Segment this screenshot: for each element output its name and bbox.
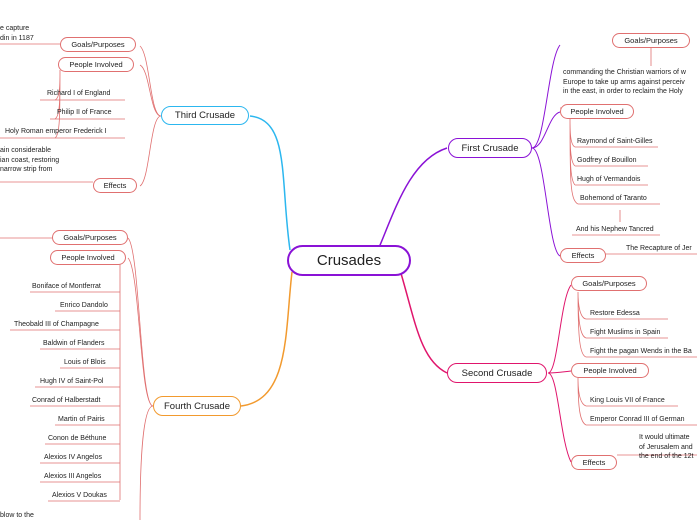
fourth-person-5: Hugh IV of Saint-Pol [40, 378, 104, 385]
third-goals-text: e capture din in 1187 [0, 25, 34, 42]
first-people-label: People Involved [570, 107, 624, 116]
second-goals-label: Goals/Purposes [582, 279, 636, 288]
third-effects-label: Effects [103, 181, 127, 190]
fourth-people-node[interactable]: People Involved [50, 250, 126, 265]
first-goals-text: commanding the Christian warriors of w E… [563, 69, 686, 95]
first-person-0: Raymond of Saint-Gilles [577, 138, 653, 145]
fourth-person-9: Alexios IV Angelos [44, 454, 102, 461]
fourth-person-11: Alexios V Doukas [52, 492, 107, 499]
fourth-crusade-node[interactable]: Fourth Crusade [153, 396, 241, 416]
third-person-1: Philip II of France [57, 109, 112, 116]
second-people-node[interactable]: People Involved [571, 363, 649, 378]
first-crusade-label: First Crusade [461, 142, 519, 154]
third-people-label: People Involved [69, 60, 123, 69]
third-effects-text: ain considerable ian coast, restoring na… [0, 147, 60, 173]
third-people-node[interactable]: People Involved [58, 57, 134, 72]
first-goals-label: Goals/Purposes [624, 36, 678, 45]
first-person-1: Godfrey of Bouillon [577, 157, 637, 164]
fourth-person-10: Alexios III Angelos [44, 473, 102, 480]
first-effects-node[interactable]: Effects [560, 248, 606, 263]
second-person-1: Emperor Conrad III of German [590, 416, 685, 423]
fourth-person-3: Baldwin of Flanders [43, 340, 105, 347]
second-goal-2: Fight the pagan Wends in the Ba [590, 348, 692, 355]
fourth-people-label: People Involved [61, 253, 115, 262]
fourth-person-2: Theobald III of Champagne [14, 321, 99, 328]
third-person-0: Richard I of England [47, 90, 111, 97]
fourth-effects-text: blow to the [0, 512, 34, 519]
second-goals-node[interactable]: Goals/Purposes [571, 276, 647, 291]
fourth-goals-node[interactable]: Goals/Purposes [52, 230, 128, 245]
fourth-crusade-label: Fourth Crusade [163, 400, 230, 412]
central-topic-label: Crusades [316, 252, 382, 269]
fourth-goals-label: Goals/Purposes [63, 233, 117, 242]
first-effects-text: The Recapture of Jer [626, 245, 692, 252]
first-bohemond-child: And his Nephew Tancred [576, 226, 654, 233]
first-person-3: Bohemond of Taranto [580, 195, 647, 202]
central-topic[interactable]: Crusades [287, 245, 411, 276]
fourth-person-6: Conrad of Halberstadt [32, 397, 101, 404]
second-crusade-label: Second Crusade [461, 367, 533, 379]
first-goals-node[interactable]: Goals/Purposes [612, 33, 690, 48]
second-crusade-node[interactable]: Second Crusade [447, 363, 547, 383]
third-crusade-label: Third Crusade [174, 110, 236, 121]
fourth-person-0: Boniface of Montferrat [32, 283, 101, 290]
third-effects-node[interactable]: Effects [93, 178, 137, 193]
second-effects-node[interactable]: Effects [571, 455, 617, 470]
third-crusade-node[interactable]: Third Crusade [161, 106, 249, 125]
second-person-0: King Louis VII of France [590, 397, 665, 404]
first-crusade-node[interactable]: First Crusade [448, 138, 532, 158]
second-people-label: People Involved [583, 366, 637, 375]
first-people-node[interactable]: People Involved [560, 104, 634, 119]
second-effects-label: Effects [582, 458, 606, 467]
fourth-person-1: Enrico Dandolo [60, 302, 108, 309]
third-goals-node[interactable]: Goals/Purposes [60, 37, 136, 52]
fourth-person-8: Conon de Béthune [48, 435, 107, 442]
fourth-person-4: Louis of Blois [64, 359, 106, 366]
second-goal-0: Restore Edessa [590, 310, 640, 317]
fourth-person-7: Martin of Pairis [58, 416, 105, 423]
first-person-2: Hugh of Vermandois [577, 176, 641, 183]
third-goals-label: Goals/Purposes [71, 40, 125, 49]
first-effects-label: Effects [571, 251, 595, 260]
second-goal-1: Fight Muslims in Spain [590, 329, 661, 336]
third-person-2: Holy Roman emperor Frederick I [5, 128, 107, 135]
second-effects-text: It would ultimate of Jerusalem and the e… [639, 434, 694, 460]
